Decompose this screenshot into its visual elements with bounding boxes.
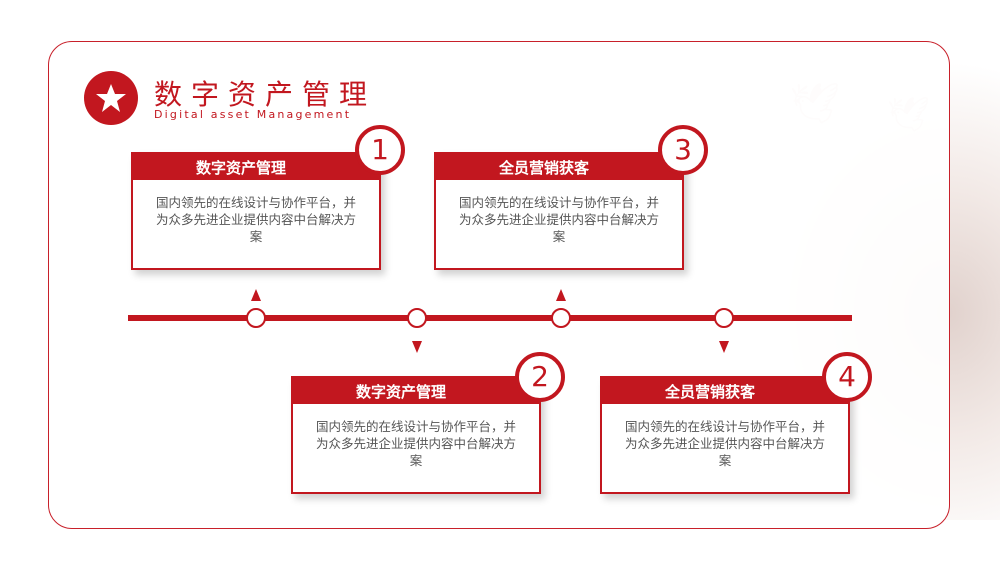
page-title: 数字资产管理 <box>154 78 377 111</box>
step-card-body: 国内领先的在线设计与协作平台，并为众多先进企业提供内容中台解决方案 <box>315 419 516 468</box>
step-number-badge: 3 <box>658 125 708 175</box>
step-number-badge: 1 <box>355 125 405 175</box>
timeline-node <box>407 308 427 328</box>
step-card-body: 国内领先的在线设计与协作平台，并为众多先进企业提供内容中台解决方案 <box>155 195 356 244</box>
timeline-node <box>551 308 571 328</box>
arrow-down-icon <box>412 341 422 353</box>
step-card-title: 全员营销获客 <box>436 154 682 180</box>
step-card-title: 全员营销获客 <box>602 378 848 404</box>
timeline-node <box>714 308 734 328</box>
timeline-node <box>246 308 266 328</box>
step-number-badge: 2 <box>515 352 565 402</box>
step-card-title: 数字资产管理 <box>293 378 539 404</box>
arrow-up-icon <box>251 289 261 301</box>
arrow-down-icon <box>719 341 729 353</box>
arrow-up-icon <box>556 289 566 301</box>
step-card-2: 数字资产管理 国内领先的在线设计与协作平台，并为众多先进企业提供内容中台解决方案 <box>291 376 541 494</box>
step-card-body: 国内领先的在线设计与协作平台，并为众多先进企业提供内容中台解决方案 <box>458 195 659 244</box>
step-card-body: 国内领先的在线设计与协作平台，并为众多先进企业提供内容中台解决方案 <box>624 419 825 468</box>
step-number-badge: 4 <box>822 352 872 402</box>
step-card-3: 全员营销获客 国内领先的在线设计与协作平台，并为众多先进企业提供内容中台解决方案 <box>434 152 684 270</box>
step-card-1: 数字资产管理 国内领先的在线设计与协作平台，并为众多先进企业提供内容中台解决方案 <box>131 152 381 270</box>
star-icon <box>96 84 126 112</box>
step-card-title: 数字资产管理 <box>133 154 379 180</box>
logo-badge <box>84 71 138 125</box>
timeline-line <box>128 315 852 321</box>
step-card-4: 全员营销获客 国内领先的在线设计与协作平台，并为众多先进企业提供内容中台解决方案 <box>600 376 850 494</box>
page-subtitle: Digital asset Management <box>154 108 352 121</box>
